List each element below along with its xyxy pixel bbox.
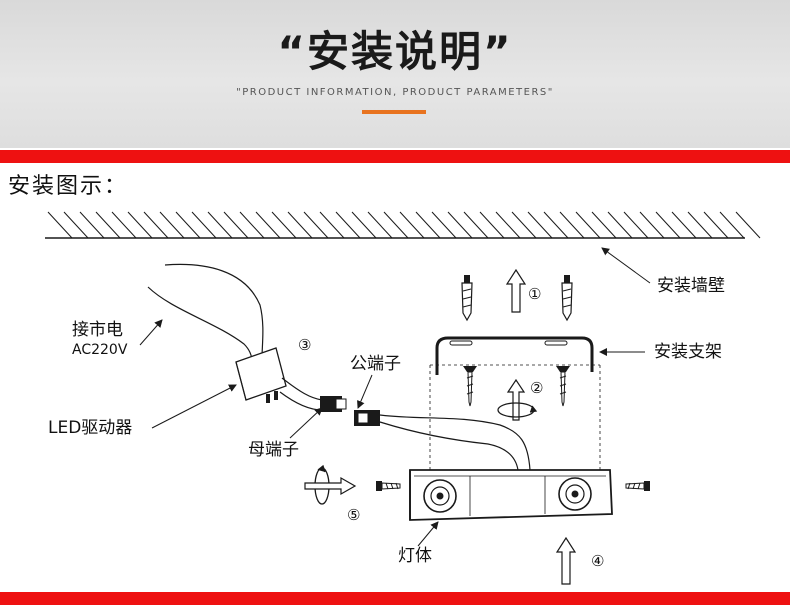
arrow-up-icon — [505, 268, 527, 313]
female-connector-leader-line — [289, 407, 323, 439]
wall-hatch-line — [399, 211, 425, 239]
wall-hatch-line — [287, 211, 313, 239]
lamp-leader-line — [417, 521, 439, 547]
mounting-bracket — [429, 336, 601, 470]
mains-label: 接市电 — [72, 320, 123, 340]
step-number-1: ① — [528, 285, 542, 303]
led-driver-label: LED驱动器 — [48, 418, 133, 438]
wall-hatch-line — [63, 211, 89, 239]
wall-hatch-line — [735, 211, 761, 239]
wall-hatch-line — [271, 211, 297, 239]
wall-hatch-line — [239, 211, 265, 239]
wall-hatch-line — [79, 211, 105, 239]
accent-underline — [362, 110, 426, 114]
page-subtitle: "PRODUCT INFORMATION, PRODUCT PARAMETERS… — [236, 87, 554, 98]
wall-hatch-line — [415, 211, 441, 239]
arrow-right-icon — [304, 476, 357, 496]
wall-hatch-line — [623, 211, 649, 239]
driver-output-wires — [279, 377, 323, 411]
bottom-red-bar — [0, 592, 790, 605]
male-connector-leader-line — [357, 374, 373, 409]
wall-leader-line — [601, 247, 651, 284]
wall-hatch-line — [607, 211, 633, 239]
wall-hatch-line — [335, 211, 361, 239]
male-connector — [354, 410, 380, 426]
wall-label: 安装墙壁 — [657, 276, 725, 296]
screw-icon — [556, 366, 570, 407]
bracket-label: 安装支架 — [654, 342, 722, 362]
wall-hatch-line — [671, 211, 697, 239]
mains-leader-line — [139, 319, 163, 346]
wall-hatch-line — [655, 211, 681, 239]
wall-hatch-line — [191, 211, 217, 239]
wall-hatch-line — [383, 211, 409, 239]
wall-anchor-icon — [561, 275, 573, 322]
wall-hatch-line — [591, 211, 617, 239]
header-banner: “安装说明” "PRODUCT INFORMATION, PRODUCT PAR… — [0, 0, 790, 148]
wall-hatch-line — [511, 211, 537, 239]
step-number-3: ③ — [298, 336, 312, 354]
wall — [45, 211, 761, 239]
screw-icon — [463, 366, 477, 407]
led-driver — [235, 347, 287, 403]
wall-hatch-line — [111, 211, 137, 239]
wall-hatch-line — [319, 211, 345, 239]
page-title: “安装说明” — [277, 27, 513, 76]
wall-hatch-line — [639, 211, 665, 239]
female-connector-label: 母端子 — [248, 440, 299, 460]
step-number-4: ④ — [591, 552, 605, 570]
mains-wires — [147, 263, 264, 363]
wall-anchor-icon — [461, 275, 473, 322]
wall-hatch-line — [703, 211, 729, 239]
arrow-up-icon — [506, 378, 526, 421]
step-number-5: ⑤ — [347, 506, 361, 524]
wall-hatch-line — [255, 211, 281, 239]
wall-hatch-line — [207, 211, 233, 239]
arrow-up-icon — [555, 536, 577, 585]
wall-hatch-line — [431, 211, 457, 239]
wall-hatch-line — [47, 211, 73, 239]
wall-hatch-line — [223, 211, 249, 239]
mains-voltage-label: AC220V — [72, 342, 128, 358]
wall-hatch-line — [127, 211, 153, 239]
wall-hatch-line — [479, 211, 505, 239]
driver-leader-line — [151, 384, 237, 429]
wall-hatch-line — [175, 211, 201, 239]
female-connector — [320, 396, 347, 412]
wall-hatch-line — [351, 211, 377, 239]
wall-hatch-line — [575, 211, 601, 239]
top-red-bar — [0, 150, 790, 163]
wall-hatch-line — [143, 211, 169, 239]
wall-hatch-line — [95, 211, 121, 239]
wall-hatch-line — [559, 211, 585, 239]
rotate-icon — [497, 402, 538, 418]
section-title: 安装图示： — [8, 174, 129, 199]
wall-hatch-line — [367, 211, 393, 239]
wall-hatch-line — [527, 211, 553, 239]
male-connector-label: 公端子 — [350, 354, 401, 374]
wall-hatch-line — [687, 211, 713, 239]
wall-hatch-line — [543, 211, 569, 239]
wall-hatch-line — [447, 211, 473, 239]
lamp-body-label: 灯体 — [398, 546, 432, 566]
lamp-body — [409, 469, 613, 521]
wall-hatch-line — [159, 211, 185, 239]
side-screw-icon — [625, 481, 650, 491]
side-screw-icon — [376, 481, 401, 491]
wall-hatch-line — [719, 211, 745, 239]
wall-hatch-line — [303, 211, 329, 239]
lamp-wires — [379, 414, 531, 471]
wall-hatch-line — [463, 211, 489, 239]
wall-hatch-line — [495, 211, 521, 239]
step-number-2: ② — [530, 379, 544, 397]
